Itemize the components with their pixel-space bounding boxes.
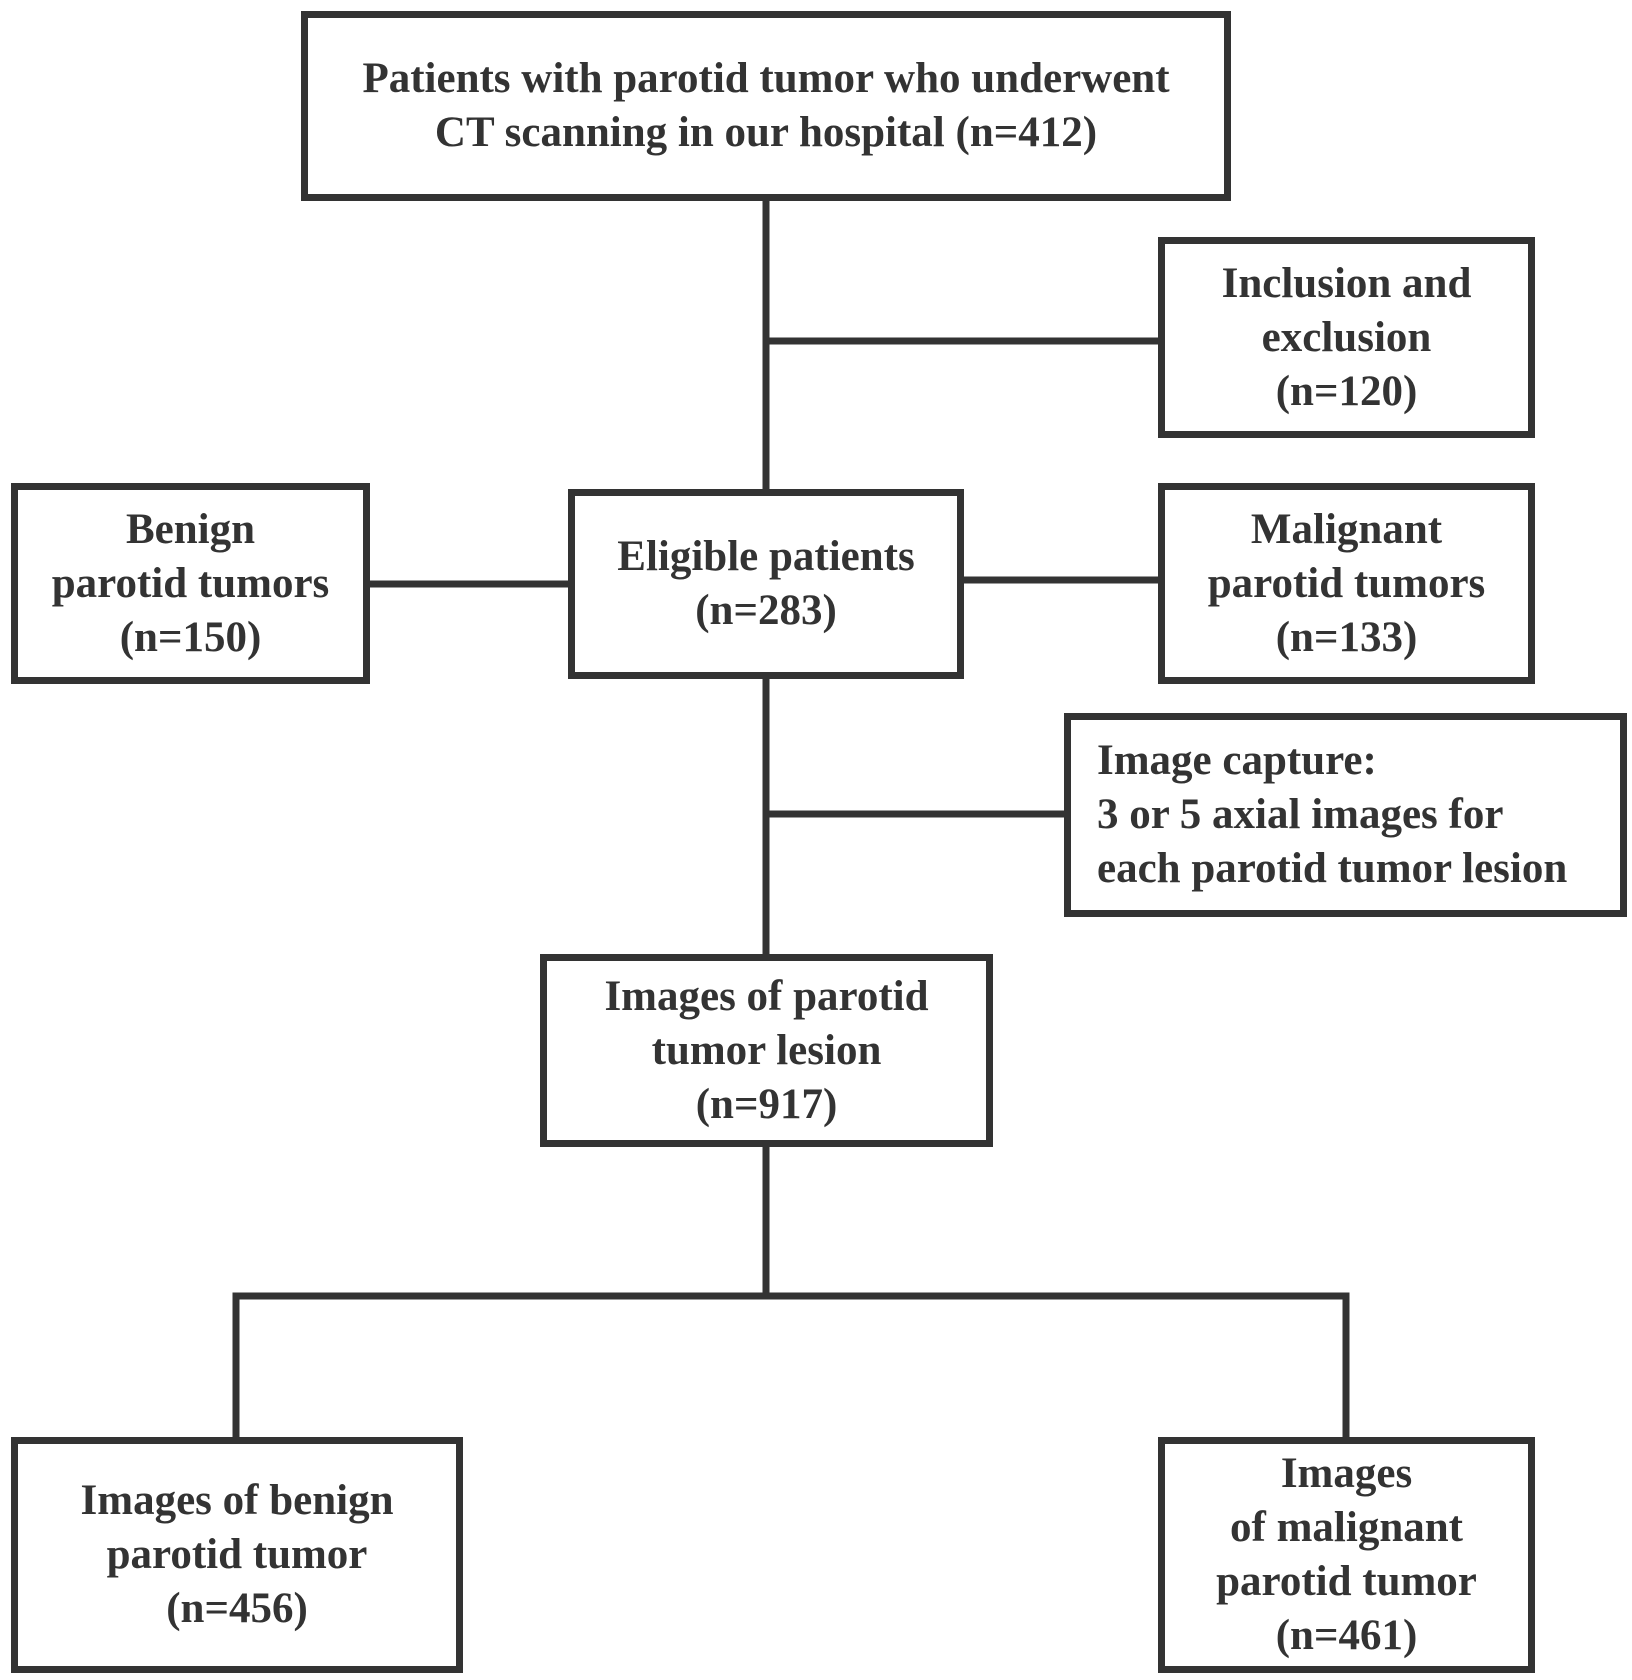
malignant-tumors-box: Malignant parotid tumors (n=133) [1158,483,1535,684]
malignant-images-box: Images of malignant parotid tumor (n=461) [1158,1437,1535,1673]
image-capture-box: Image capture: 3 or 5 axial images for eac… [1064,713,1627,917]
connector-lines [232,200,1350,1440]
box-text-line: exclusion [1261,313,1432,361]
box-text-line: (n=120) [1275,367,1418,415]
box-text-line: parotid tumor [1216,1558,1477,1605]
box-text-line: (n=283) [695,587,837,634]
box-text-line: Patients with parotid tumor who underwen… [362,55,1170,102]
box-text-line: (n=917) [695,1080,838,1128]
box-text-line: parotid tumors [1207,559,1486,607]
box-text-line: (n=461) [1275,1612,1418,1659]
box-text-line: parotid tumors [51,559,330,607]
box-text-line: (n=456) [166,1585,308,1632]
benign-images-box: Images of benign parotid tumor (n=456) [11,1437,463,1673]
box-text-line: parotid tumor [106,1531,368,1578]
patients-total-box: Patients with parotid tumor who underwen… [301,11,1231,201]
benign-tumors-box: Benign parotid tumors (n=150) [11,483,370,684]
lesion-images-box: Images of parotid tumor lesion (n=917) [540,954,993,1147]
box-text-line: Eligible patients [617,533,915,580]
box-text-line: Image capture: [1097,737,1377,784]
box-text-line: tumor lesion [651,1026,882,1074]
box-text-line: of malignant [1230,1504,1463,1551]
box-text-line: Images of benign [80,1477,394,1524]
box-text-line: Images of parotid [604,972,929,1020]
box-text-line: (n=150) [119,613,262,661]
box-text-line: (n=133) [1275,613,1418,661]
box-text-line: CT scanning in our hospital (n=412) [434,109,1098,156]
box-text-line: Benign [125,505,256,553]
box-text-line: Malignant [1250,505,1443,553]
connector-split-to-outcomes [232,1292,1350,1440]
box-text-line: each parotid tumor lesion [1097,845,1568,892]
eligible-patients-box: Eligible patients (n=283) [568,489,964,679]
box-text-line: Inclusion and [1221,259,1472,307]
box-text-line: 3 or 5 axial images for [1097,791,1504,838]
inclusion-exclusion-box: Inclusion and exclusion (n=120) [1158,237,1535,438]
box-text-line: Images [1280,1450,1413,1497]
